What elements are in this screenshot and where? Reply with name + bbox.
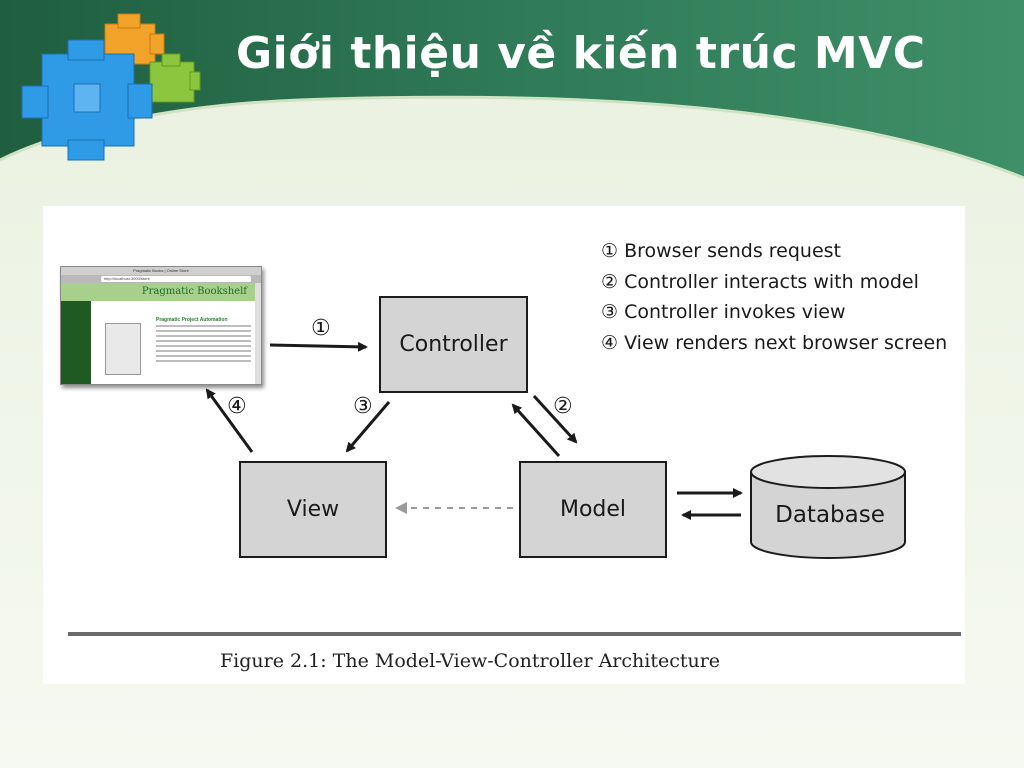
legend-num: ①: [601, 240, 619, 262]
model-label: Model: [559, 497, 627, 522]
step-4-label: ④: [227, 394, 247, 419]
browser-text-lines: [156, 325, 251, 365]
book-cover-icon: [105, 323, 141, 375]
browser-screenshot: Pragmatic Books | Online Store http://lo…: [60, 266, 262, 385]
puzzle-blocks-icon: [21, 13, 201, 161]
arrow-invoke-view: [345, 401, 391, 453]
step-1-label: ①: [311, 316, 331, 341]
browser-scrollbar: [255, 283, 261, 384]
arrow-request: [269, 341, 368, 352]
diagram-arrows: [205, 341, 906, 559]
legend-text: Browser sends request: [624, 240, 841, 262]
step-3-label: ③: [353, 394, 373, 419]
browser-sidebar: [61, 301, 91, 384]
green-block: [149, 53, 201, 103]
browser-url-bar: http://localhost:3000/store: [101, 276, 251, 282]
legend-text: View renders next browser screen: [624, 331, 948, 354]
legend-item: ② Controller interacts with model: [601, 271, 947, 302]
legend-text: Controller interacts with model: [624, 270, 919, 293]
browser-site-header: Pragmatic Bookshelf: [61, 283, 255, 301]
legend-num: ④: [601, 331, 619, 354]
browser-title-bar: Pragmatic Books | Online Store: [61, 267, 261, 275]
arrow-render: [205, 388, 254, 453]
step-2-label: ②: [553, 394, 573, 419]
database-cylinder: [750, 455, 906, 559]
view-box: View: [239, 461, 387, 558]
database-label: Database: [775, 502, 885, 528]
arrow-controller-to-model: [532, 394, 578, 444]
legend-num: ②: [601, 270, 619, 293]
orange-block: [104, 13, 165, 65]
arrow-model-to-controller: [511, 403, 561, 458]
legend-item: ③ Controller invokes view: [601, 301, 947, 332]
legend-item: ① Browser sends request: [601, 240, 947, 271]
slide-title: Giới thiệu về kiến trúc MVC: [236, 28, 926, 79]
blue-block: [21, 39, 153, 161]
figure-caption: Figure 2.1: The Model-View-Controller Ar…: [220, 650, 721, 672]
browser-book-heading: Pragmatic Project Automation: [156, 317, 228, 323]
controller-label: Controller: [399, 332, 508, 357]
caption-divider: [68, 632, 961, 636]
legend-item: ④ View renders next browser screen: [601, 332, 947, 363]
view-label: View: [286, 497, 340, 522]
controller-box: Controller: [379, 296, 528, 393]
mvc-figure: Pragmatic Books | Online Store http://lo…: [43, 206, 965, 684]
legend-text: Controller invokes view: [624, 301, 846, 323]
step-legend: ① Browser sends request ② Controller int…: [601, 240, 947, 362]
legend-num: ③: [601, 301, 619, 323]
model-box: Model: [519, 461, 667, 558]
